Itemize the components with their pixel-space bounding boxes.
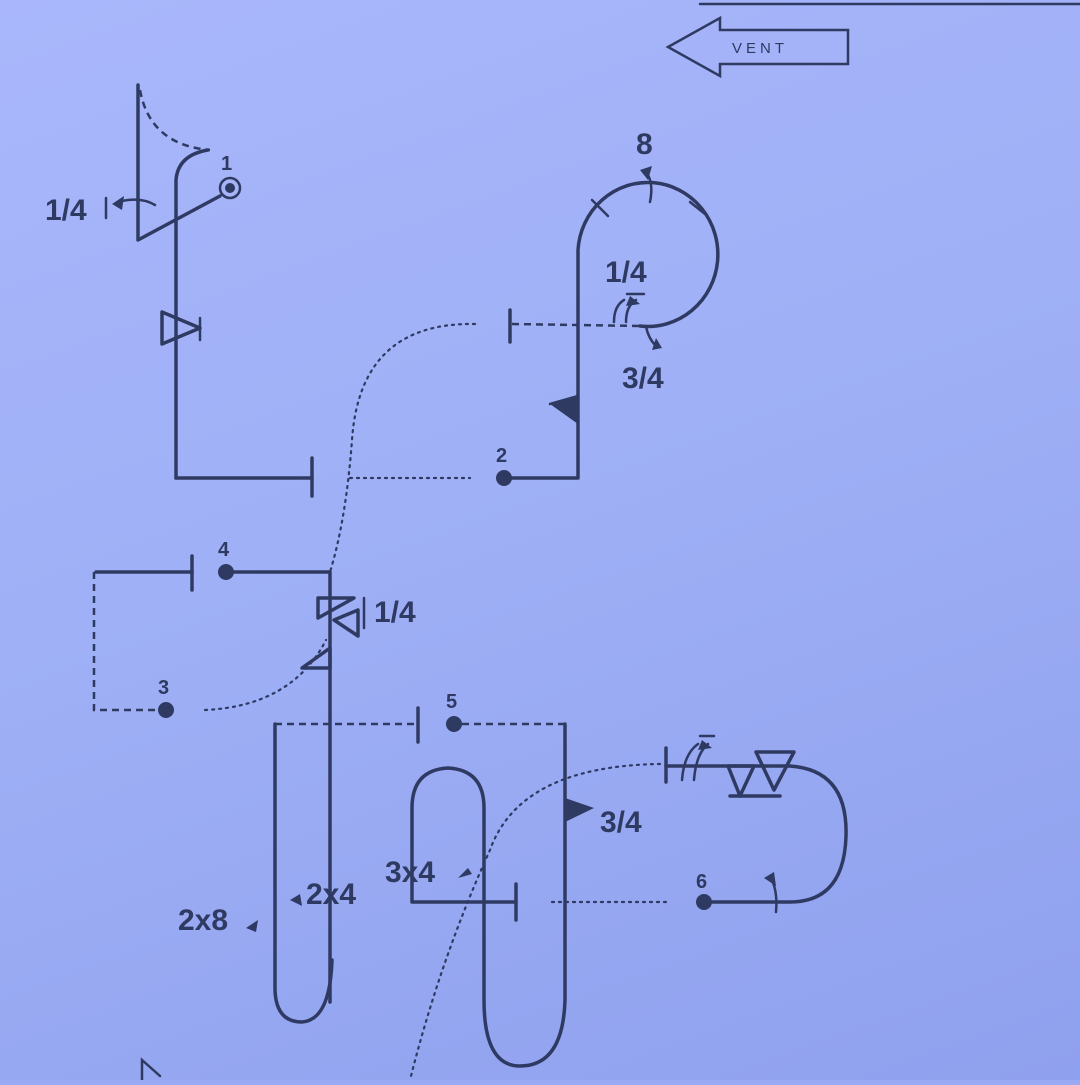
- figure-6: 6: [664, 734, 848, 914]
- connector-2-4: [328, 322, 477, 574]
- label-quarter-loop: 1/4: [605, 256, 647, 289]
- marker-2: 2: [496, 445, 507, 467]
- figure-5: 5 3/4 3x4 2x4 2x8: [178, 691, 642, 1068]
- figure-2: 2 8 1/4 3/4: [496, 128, 720, 486]
- label-two-by-eight: 2x8: [178, 904, 228, 937]
- marker-5: 5: [446, 691, 457, 713]
- partial-figure-mark: [140, 1057, 162, 1082]
- label-three-quarter-right: 3/4: [600, 806, 642, 839]
- marker-4: 4: [218, 539, 230, 561]
- figure-4: 4 1/4: [92, 539, 416, 1004]
- marker-1: 1: [221, 153, 232, 175]
- marker-6: 6: [696, 871, 707, 893]
- label-quarter-mid: 1/4: [374, 596, 416, 629]
- label-two-by-four: 2x4: [306, 878, 356, 911]
- wind-direction-arrow: VENT: [665, 15, 850, 79]
- marker-3: 3: [158, 677, 169, 699]
- figure-1: 1 1/4: [45, 83, 314, 498]
- label-eight: 8: [636, 128, 653, 161]
- label-three-quarter-loop: 3/4: [622, 362, 664, 395]
- label-quarter-roll-left: 1/4: [45, 194, 87, 227]
- vent-label: VENT: [732, 40, 788, 57]
- figure-3: 3: [158, 677, 174, 718]
- label-three-by-four: 3x4: [385, 856, 435, 889]
- connector-5-6: [408, 762, 662, 1082]
- connector-3-4: [203, 638, 328, 712]
